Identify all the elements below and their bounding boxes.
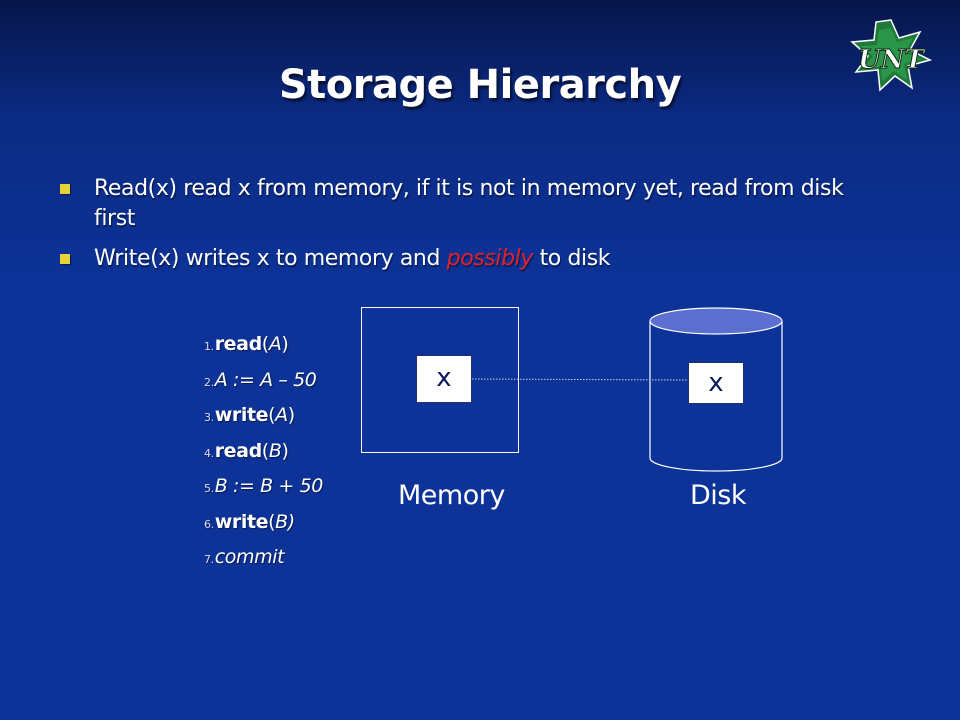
step-7: 7.commit [204,546,285,568]
disk-label: Disk [690,480,747,511]
svg-text:UNT: UNT [858,45,925,75]
step-1: 1.read(A) [204,333,289,355]
bullet-square-icon [60,184,70,194]
step-4: 4.read(B) [204,439,289,462]
bullet-text: Read(x) read x from memory, if it is not… [94,176,844,231]
slide-title: Storage Hierarchy [278,62,682,108]
bullet-text-prefix: Write(x) writes x to memory and [94,246,447,271]
bullet-read: Read(x) read x from memory, if it is not… [60,174,890,234]
memory-label: Memory [398,480,505,511]
unt-logo: UNT [850,19,932,92]
step-2: 2.A := A – 50 [204,368,317,391]
bullet-highlight: possibly [446,246,534,271]
step-5: 5.B := B + 50 [204,475,323,497]
memory-disk-connector [471,378,689,381]
step-6: 6.write(B) [204,510,295,533]
transaction-steps: 1.read(A) 2.A := A – 50 3.write(A) 4.rea… [204,328,323,577]
disk-cylinder [649,307,783,472]
memory-box [361,307,519,453]
memory-cell-x: x [416,355,472,403]
bullet-list: Read(x) read x from memory, if it is not… [60,174,890,284]
step-3: 3.write(A) [204,404,295,426]
bullet-text-suffix: to disk [532,246,611,271]
disk-cell-x: x [688,362,744,404]
bullet-square-icon [60,254,70,264]
bullet-write: Write(x) writes x to memory and possibly… [60,244,890,274]
